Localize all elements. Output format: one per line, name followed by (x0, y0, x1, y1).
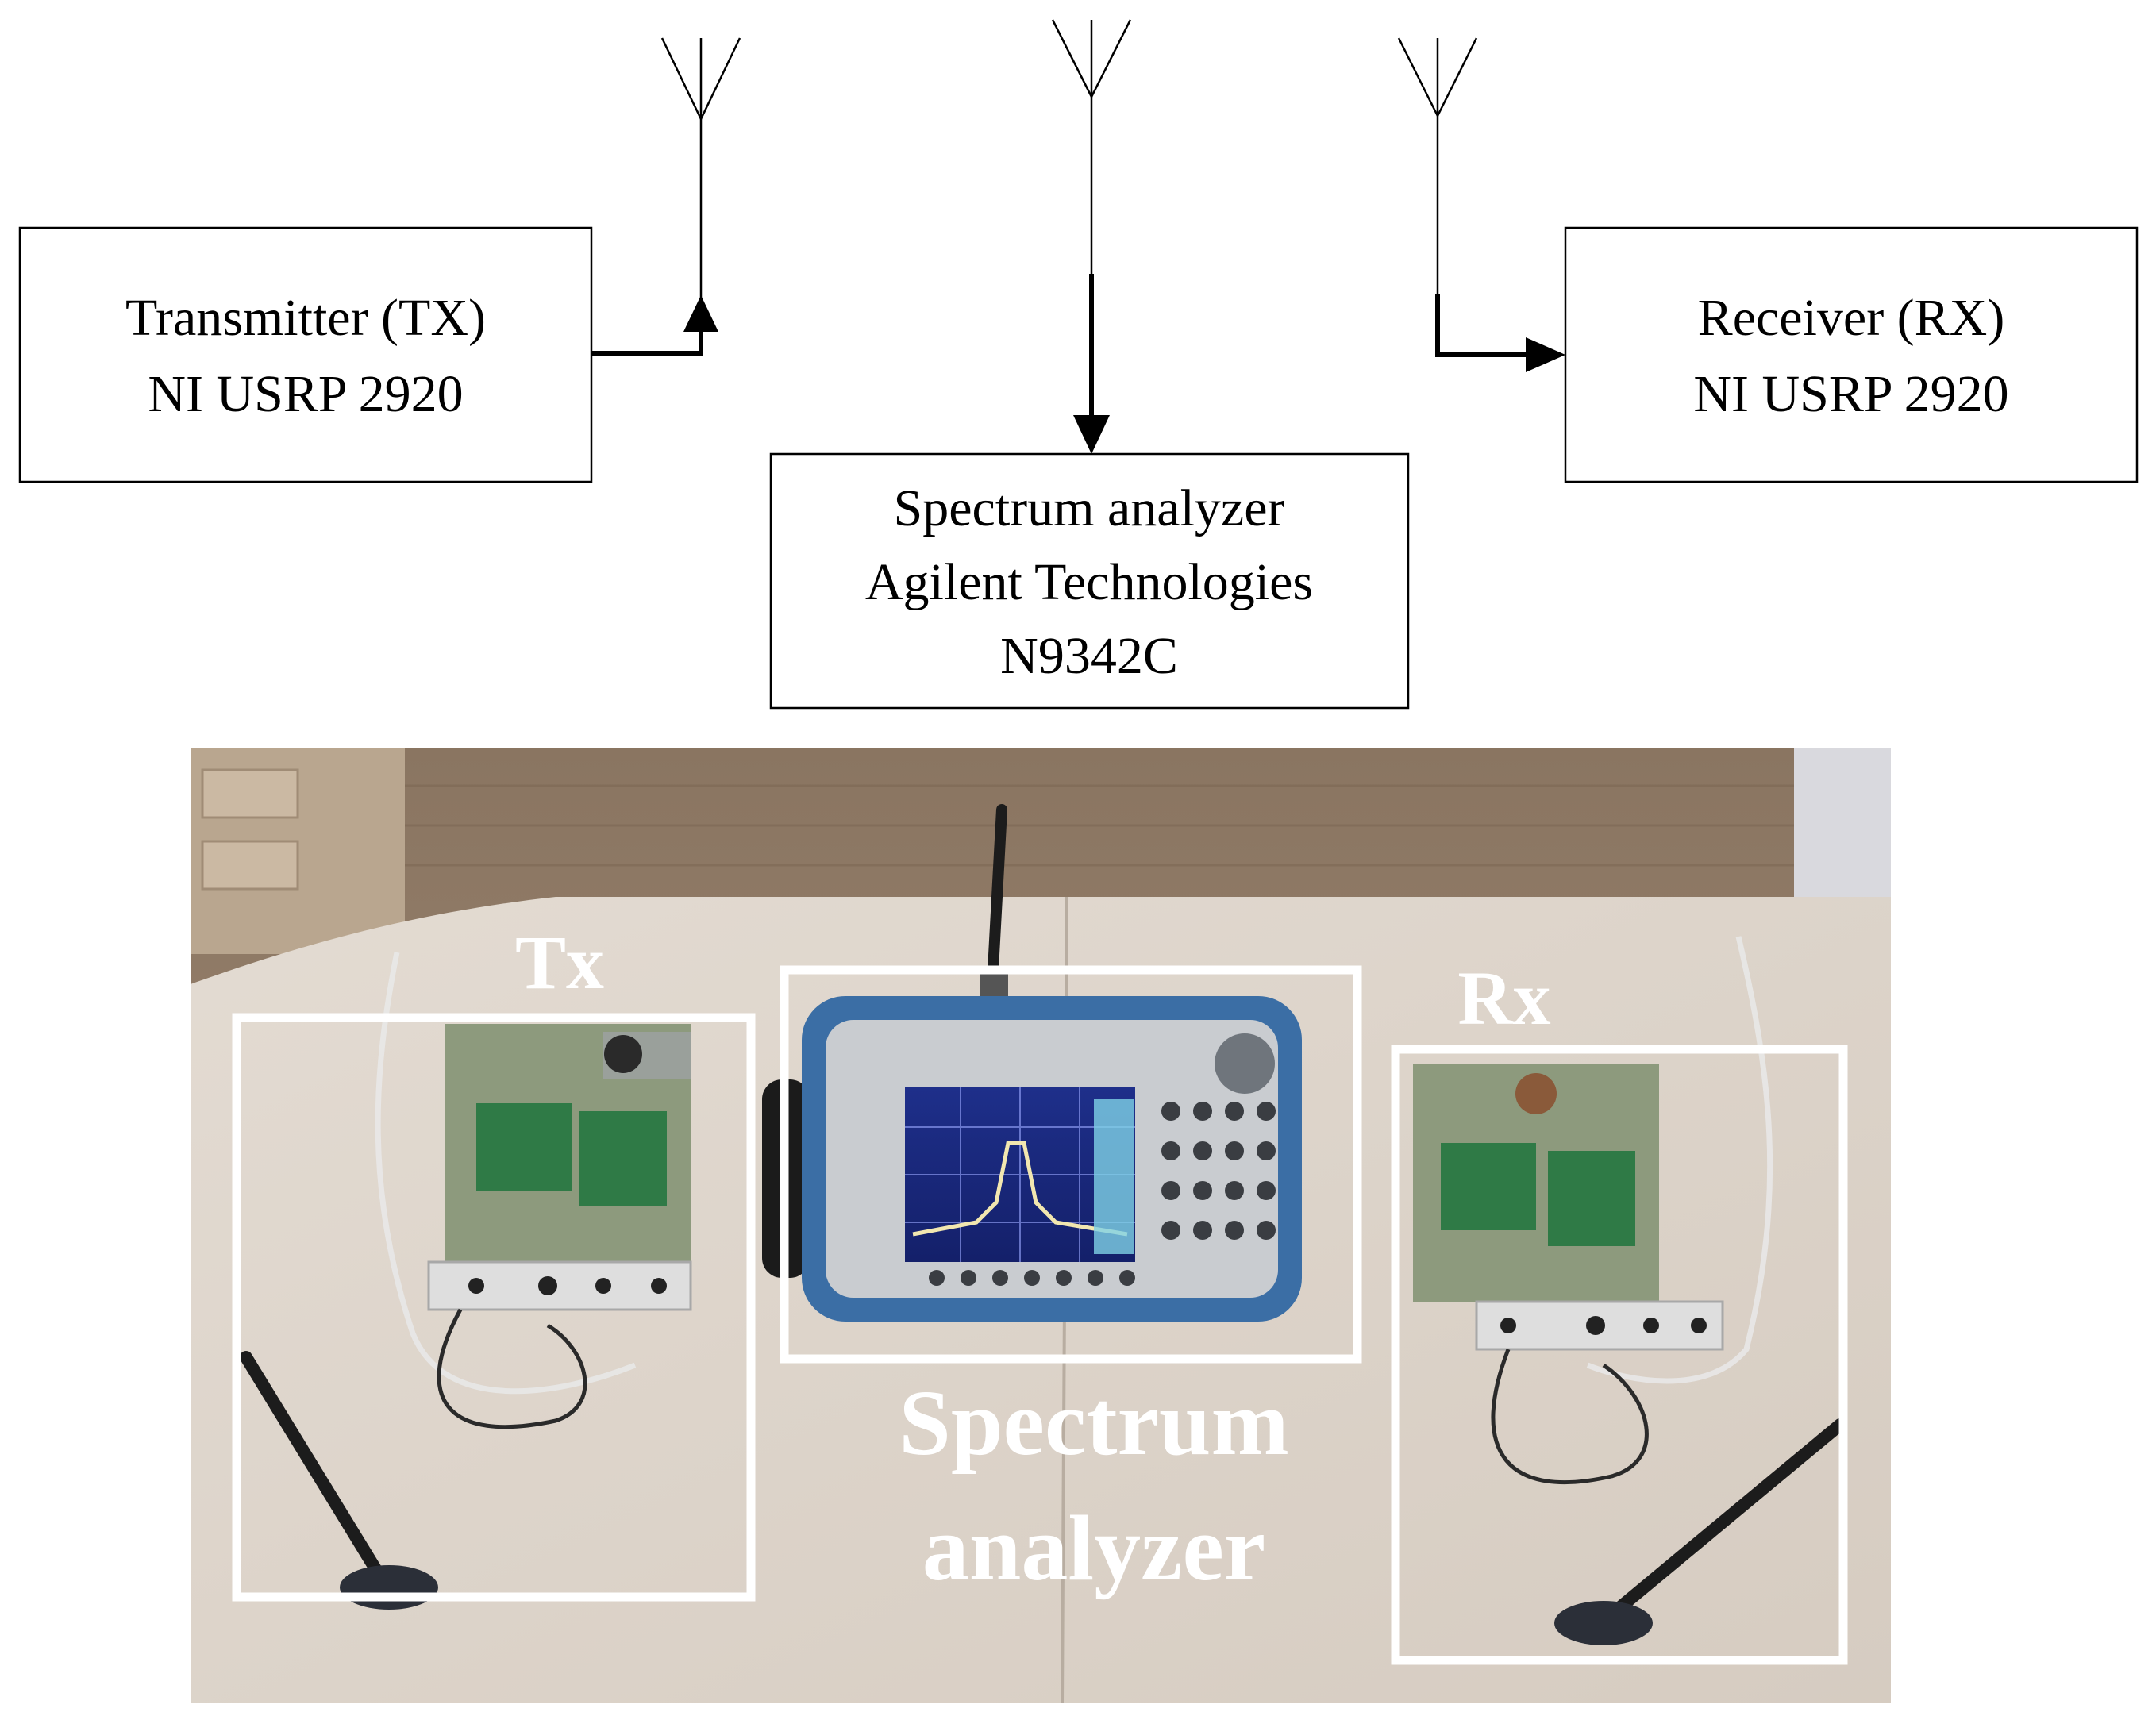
tx-connector-arrow (591, 295, 718, 356)
tx-antenna-icon (660, 37, 741, 298)
analyzer-photo-label-line2: analyzer (922, 1496, 1266, 1600)
analyzer-vendor: Agilent Technologies (865, 553, 1313, 611)
transmitter-model: NI USRP 2920 (148, 365, 463, 423)
rx-photo-label: Rx (1457, 956, 1550, 1041)
analyzer-highlight-box (780, 965, 1362, 1364)
rx-highlight-box (1391, 1045, 1848, 1665)
tx-device-photo (240, 1024, 692, 1610)
tx-photo-label: Tx (515, 920, 604, 1005)
receiver-box (1564, 226, 2139, 483)
tx-highlight-box (232, 1013, 756, 1602)
analyzer-connector-arrow (1073, 274, 1110, 454)
rx-device-photo (1413, 1064, 1846, 1645)
analyzer-device-photo (762, 804, 1302, 1322)
transmitter-box (18, 226, 593, 483)
transmitter-label: Transmitter (TX) (125, 289, 486, 347)
setup-photo: Tx Rx Spectrum analyzer (191, 748, 1891, 1703)
receiver-label: Receiver (RX) (1698, 289, 2005, 347)
rx-antenna-icon (1397, 37, 1478, 294)
analyzer-box (769, 452, 1410, 710)
receiver-model: NI USRP 2920 (1693, 365, 2008, 423)
analyzer-label: Spectrum analyzer (894, 479, 1285, 537)
analyzer-photo-label-line1: Spectrum (899, 1371, 1289, 1475)
analyzer-model: N9342C (1000, 627, 1178, 685)
rx-connector-arrow (1435, 294, 1565, 372)
analyzer-antenna-icon (1051, 19, 1132, 274)
